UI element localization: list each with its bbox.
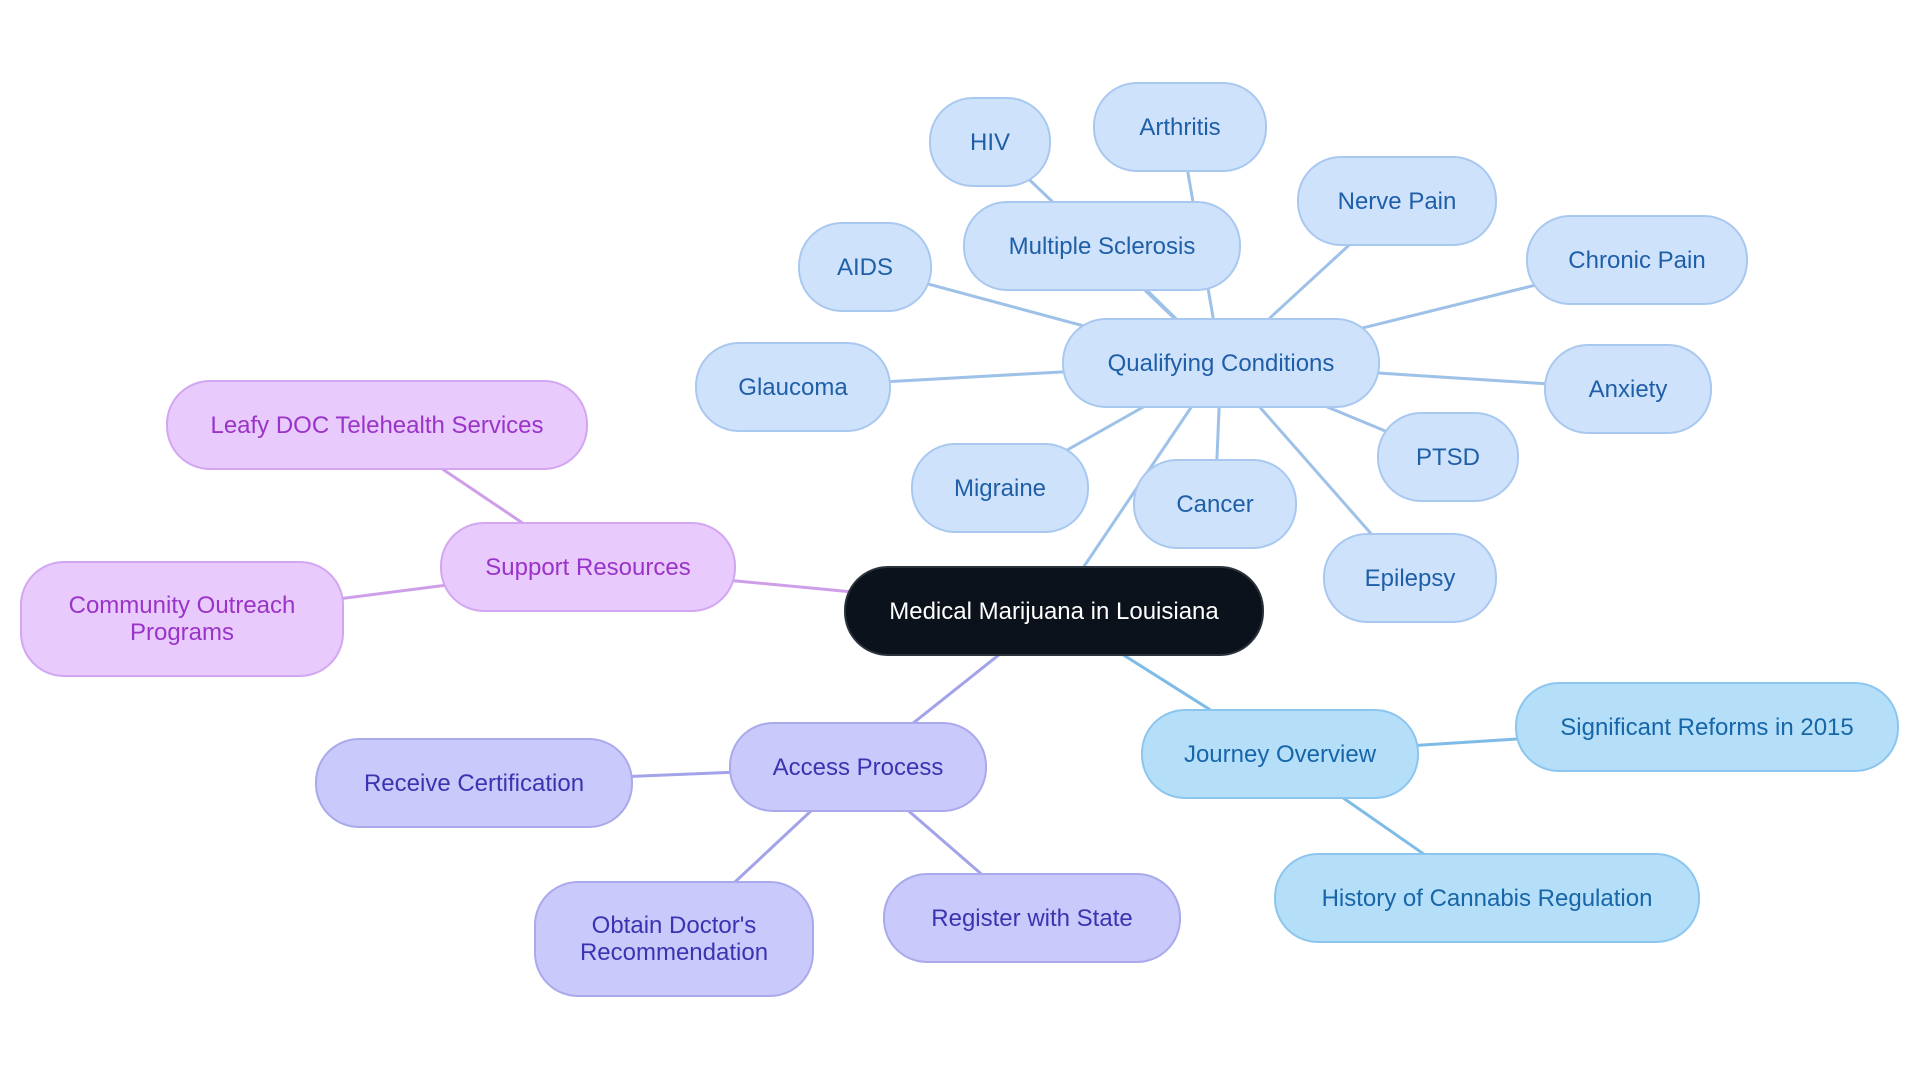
hiv-node: HIV (929, 97, 1051, 187)
arthritis-node: Arthritis (1093, 82, 1267, 172)
glaucoma-node: Glaucoma (695, 342, 891, 432)
history-cannabis-regulation-node: History of Cannabis Regulation (1274, 853, 1700, 943)
journey-overview-node: Journey Overview (1141, 709, 1419, 799)
aids-node: AIDS (798, 222, 932, 312)
migraine-node: Migraine (911, 443, 1089, 533)
qualifying-conditions-node: Qualifying Conditions (1062, 318, 1380, 408)
obtain-doctor-recommendation-node: Obtain Doctor's Recommendation (534, 881, 814, 997)
access-process-node: Access Process (729, 722, 987, 812)
ptsd-node: PTSD (1377, 412, 1519, 502)
receive-certification-node: Receive Certification (315, 738, 633, 828)
register-with-state-node: Register with State (883, 873, 1181, 963)
significant-reforms-2015-node: Significant Reforms in 2015 (1515, 682, 1899, 772)
epilepsy-node: Epilepsy (1323, 533, 1497, 623)
multiple-sclerosis-node: Multiple Sclerosis (963, 201, 1241, 291)
leafy-doc-telehealth-node: Leafy DOC Telehealth Services (166, 380, 588, 470)
anxiety-node: Anxiety (1544, 344, 1712, 434)
nerve-pain-node: Nerve Pain (1297, 156, 1497, 246)
root-node: Medical Marijuana in Louisiana (844, 566, 1264, 656)
community-outreach-node: Community Outreach Programs (20, 561, 344, 677)
cancer-node: Cancer (1133, 459, 1297, 549)
support-resources-node: Support Resources (440, 522, 736, 612)
chronic-pain-node: Chronic Pain (1526, 215, 1748, 305)
